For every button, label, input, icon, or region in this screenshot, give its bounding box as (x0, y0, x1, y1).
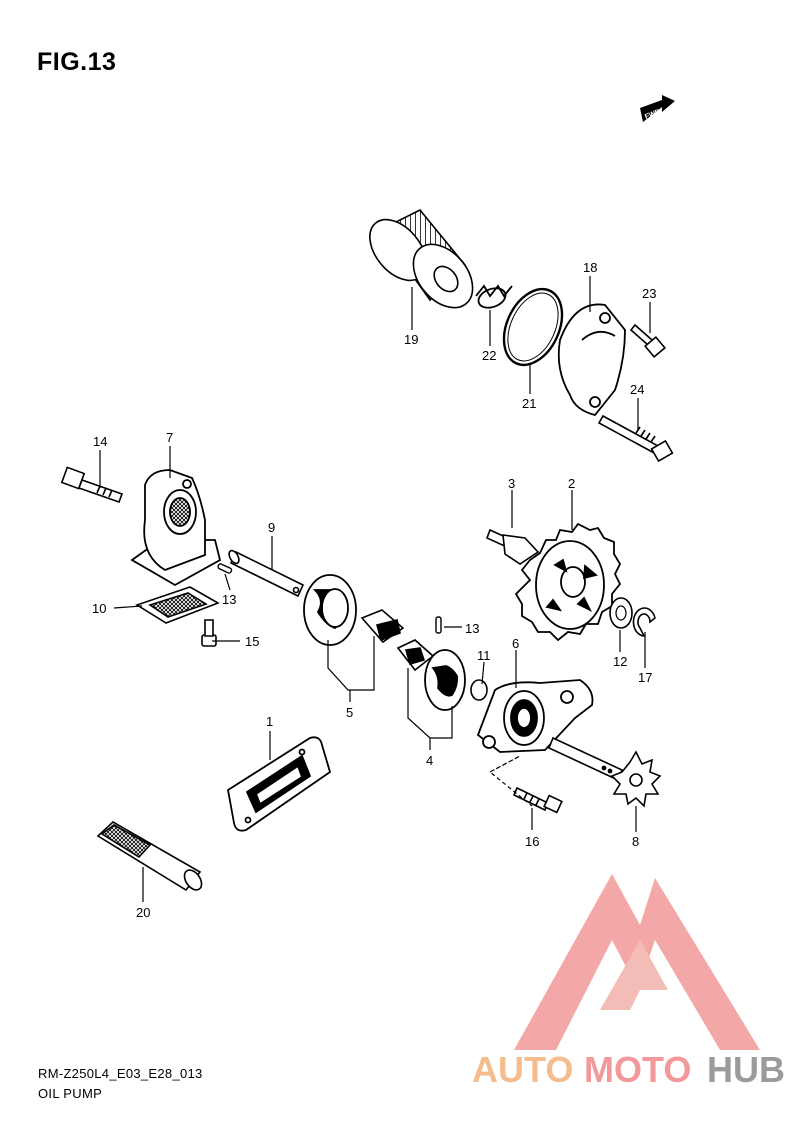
filter-spring (475, 284, 513, 309)
callout-19: 19 (404, 332, 418, 347)
body-bolt (512, 786, 563, 814)
pump-bolt (60, 466, 124, 504)
callout-5: 5 (346, 705, 353, 720)
outer-rotor-5 (303, 574, 357, 646)
outer-rotor-4 (424, 649, 466, 711)
cap-bolt-short (629, 323, 666, 358)
callout-18: 18 (583, 260, 597, 275)
pump-shaft (228, 549, 305, 598)
callout-24: 24 (630, 382, 644, 397)
callout-9: 9 (268, 520, 275, 535)
section-title: OIL PUMP (38, 1086, 103, 1101)
fwd-arrow-icon: FWD (640, 95, 675, 122)
dowel-pin-left (217, 563, 233, 574)
pump-screen (135, 586, 220, 624)
callout-13-right: 13 (465, 621, 479, 636)
inner-rotor-4 (396, 639, 435, 672)
screen-screw (201, 619, 217, 647)
driven-gear (514, 522, 622, 642)
filter-cap (557, 303, 626, 417)
callout-15: 15 (245, 634, 259, 649)
callout-23: 23 (642, 286, 656, 301)
o-ring (502, 287, 564, 367)
callout-4: 4 (426, 753, 433, 768)
callout-20: 20 (136, 905, 150, 920)
pump-body (476, 679, 594, 753)
callout-14: 14 (93, 434, 107, 449)
callout-12: 12 (613, 654, 627, 669)
oil-filter (369, 208, 474, 309)
callout-11: 11 (477, 648, 491, 663)
callout-6: 6 (512, 636, 519, 651)
leader-lines (99, 276, 651, 902)
pump-drive-shaft (547, 736, 662, 808)
callout-8: 8 (632, 834, 639, 849)
callout-13-left: 13 (222, 592, 236, 607)
callout-2: 2 (568, 476, 575, 491)
callout-16: 16 (525, 834, 539, 849)
watermark-text-moto: MOTO (584, 1049, 691, 1090)
callout-21: 21 (522, 396, 536, 411)
dowel-pin-right (435, 616, 442, 634)
pump-housing (130, 469, 222, 587)
watermark-text-hub: HUB (707, 1049, 785, 1090)
figure-title: FIG.13 (37, 48, 117, 76)
diagram-code: RM-Z250L4_E03_E28_013 (38, 1066, 203, 1081)
callout-17: 17 (638, 670, 652, 685)
circlip (632, 607, 656, 637)
pump-gasket (227, 736, 332, 832)
gear-bolt (485, 528, 540, 565)
callout-1: 1 (266, 714, 273, 729)
callout-3: 3 (508, 476, 515, 491)
watermark-text-auto: AUTO (472, 1049, 573, 1090)
callout-7: 7 (166, 430, 173, 445)
oil-strainer (96, 821, 203, 892)
callout-22: 22 (482, 348, 496, 363)
callout-10: 10 (92, 601, 106, 616)
washer-11 (470, 679, 488, 701)
watermark-logo: AUTO MOTO HUB (472, 874, 785, 1090)
inner-rotor-5 (360, 609, 405, 644)
cap-bolt-long (597, 414, 674, 463)
